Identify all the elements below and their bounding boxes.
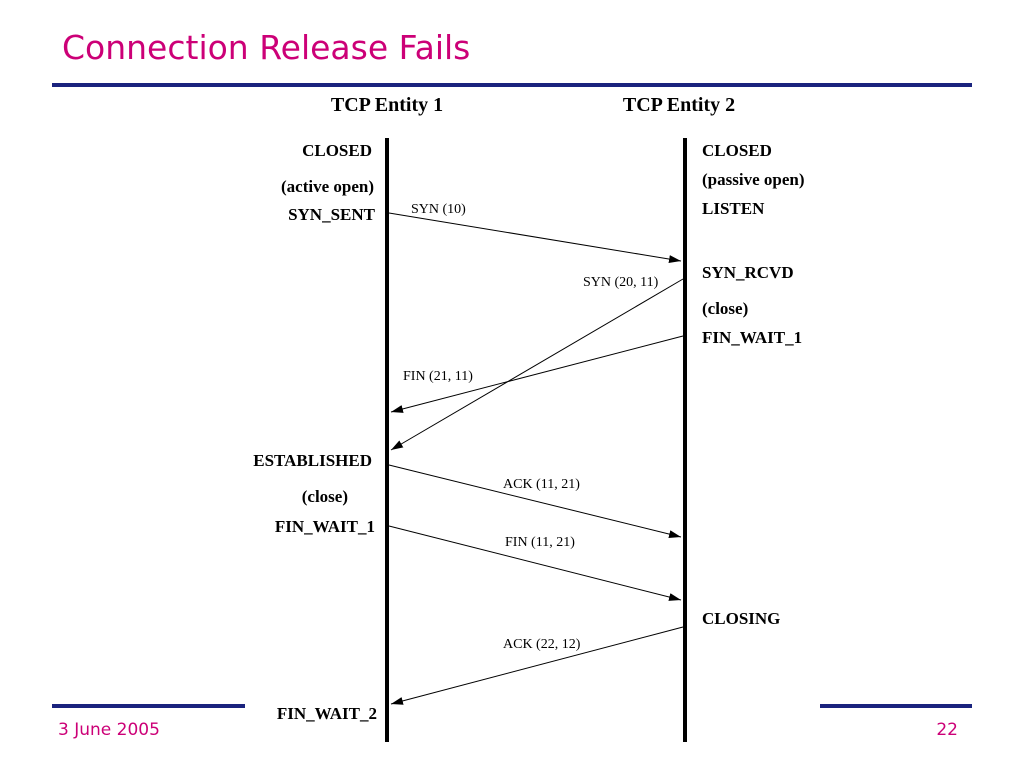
msg-ack-22-12-arrow: [390, 626, 684, 705]
entity2-header: TCP Entity 2: [623, 94, 735, 116]
e2-state-listen: LISTEN: [702, 199, 765, 218]
e1-state-fin-wait-1: FIN_WAIT_1: [275, 517, 375, 536]
msg-fin-11-21-arrow: [388, 525, 682, 601]
e1-state-closed: CLOSED: [302, 141, 372, 160]
title-rule: [52, 83, 972, 87]
slide-title: Connection Release Fails: [62, 28, 471, 67]
footer-rule-right: [820, 704, 972, 708]
msg-ack-22-12-label: ACK (22, 12): [503, 637, 581, 652]
e1-state-close: (close): [302, 487, 348, 506]
e2-state-syn-rcvd: SYN_RCVD: [702, 263, 794, 282]
e1-state-syn-sent: SYN_SENT: [288, 205, 376, 224]
page-number: 22: [936, 720, 958, 740]
msg-syn-10-label: SYN (10): [411, 202, 466, 217]
msg-syn-20-11-arrow: [390, 278, 684, 451]
e1-state-fin-wait-2: FIN_WAIT_2: [277, 704, 377, 723]
e2-state-close: (close): [702, 299, 748, 318]
entity1-header: TCP Entity 1: [331, 94, 443, 116]
footer-rule-left: [52, 704, 245, 708]
e2-state-passive-open: (passive open): [702, 170, 804, 189]
e2-state-closing: CLOSING: [702, 609, 780, 628]
e1-state-established: ESTABLISHED: [253, 451, 372, 470]
footer-date: 3 June 2005: [58, 720, 160, 740]
msg-fin-21-11-arrow: [390, 335, 684, 413]
msg-syn-20-11-label: SYN (20, 11): [583, 275, 659, 290]
msg-syn-10-arrow: [388, 212, 682, 264]
e2-state-fin-wait-1: FIN_WAIT_1: [702, 328, 802, 347]
msg-ack-11-21-arrow: [388, 464, 682, 539]
msg-fin-21-11-label: FIN (21, 11): [403, 369, 473, 384]
e1-state-active-open: (active open): [281, 177, 374, 196]
e2-state-closed: CLOSED: [702, 141, 772, 160]
msg-ack-11-21-label: ACK (11, 21): [503, 477, 580, 492]
msg-fin-11-21-label: FIN (11, 21): [505, 535, 575, 550]
